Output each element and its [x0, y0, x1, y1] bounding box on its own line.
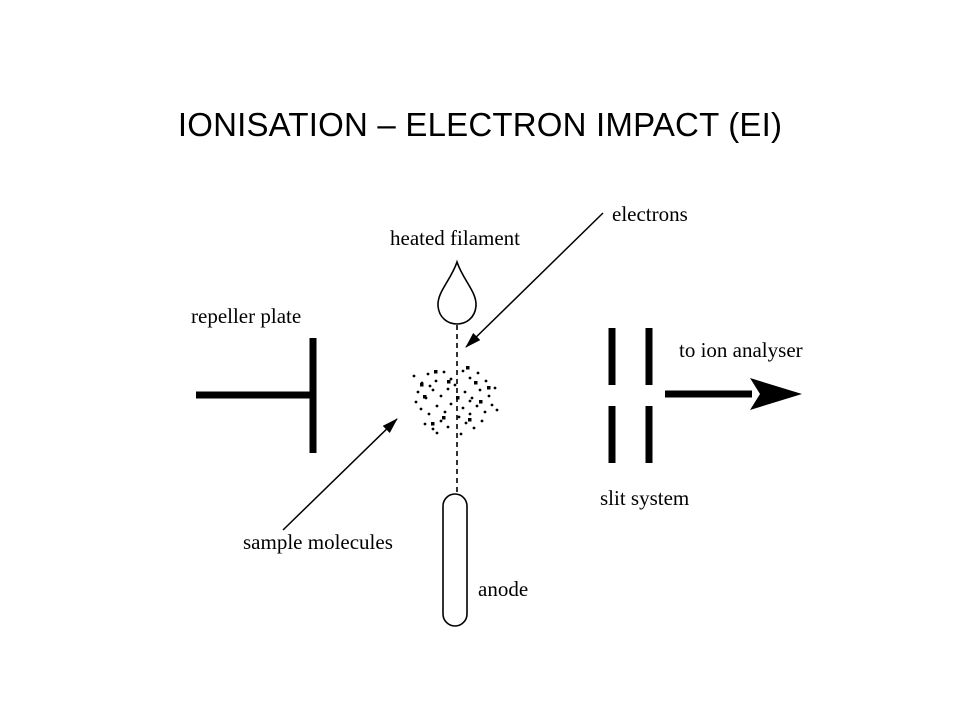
- label-repeller-plate: repeller plate: [191, 304, 301, 328]
- sample-molecules-pointer-arrow: [282, 418, 398, 531]
- label-slit-system: slit system: [600, 486, 689, 510]
- filament-icon: [437, 259, 477, 325]
- label-anode: anode: [478, 577, 528, 601]
- label-heated-filament: heated filament: [390, 226, 520, 250]
- label-sample-molecules: sample molecules: [243, 530, 393, 554]
- repeller-plate: [196, 338, 317, 453]
- sample-molecule-cloud: [412, 366, 499, 436]
- label-to-ion-analyser: to ion analyser: [679, 338, 803, 362]
- ion-beam-arrow-icon: [665, 378, 802, 410]
- slide-title: IONISATION – ELECTRON IMPACT (EI): [177, 106, 783, 143]
- slit-system: [608, 328, 653, 463]
- anode-icon: [442, 493, 468, 627]
- electrons-pointer-arrow: [465, 212, 604, 348]
- label-electrons: electrons: [612, 202, 688, 226]
